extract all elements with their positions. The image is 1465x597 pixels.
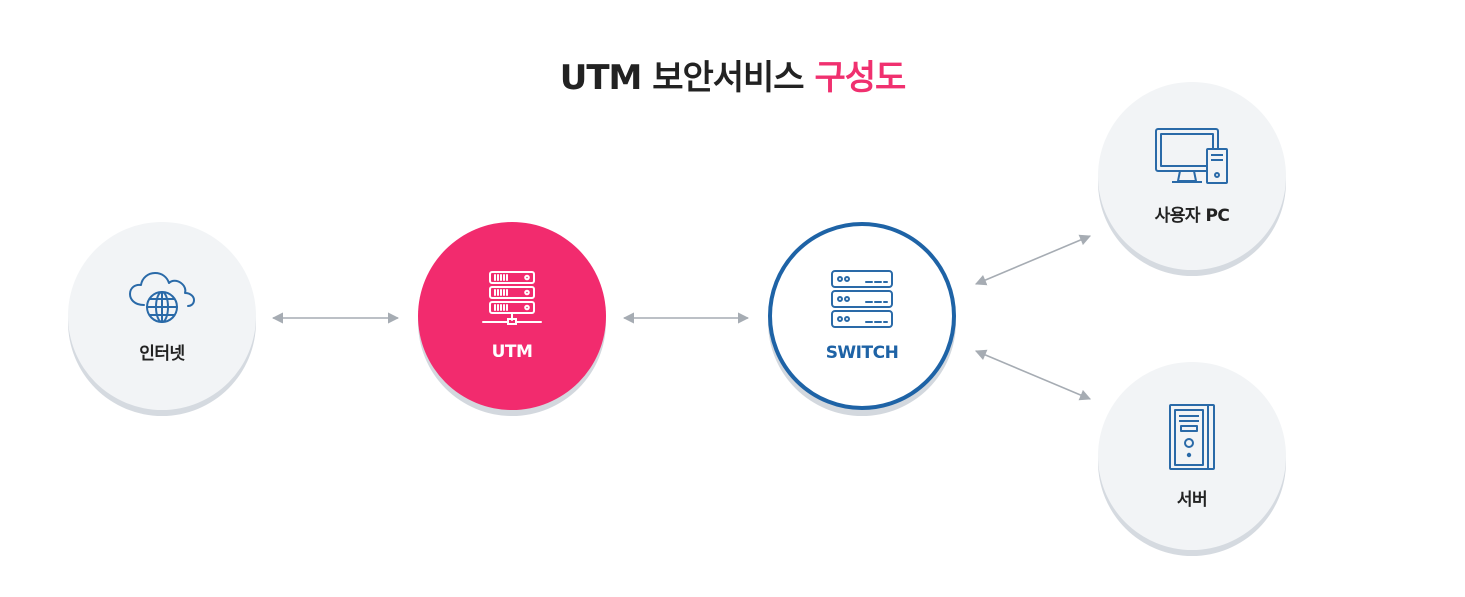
- diagram-title: UTM 보안서비스 구성도: [0, 50, 1465, 99]
- node-label-server: 서버: [1176, 489, 1208, 510]
- node-internet: 인터넷: [68, 222, 256, 410]
- arrow-switch-userpc: [974, 234, 1092, 286]
- node-switch: SWITCH: [768, 222, 956, 410]
- server-tower-icon: [1169, 403, 1215, 470]
- node-server: 서버: [1098, 362, 1286, 550]
- node-label-switch: SWITCH: [825, 343, 899, 363]
- desktop-pc-icon: [1155, 127, 1228, 184]
- title-main: UTM 보안서비스: [559, 58, 805, 98]
- title-accent: 구성도: [814, 58, 906, 98]
- arrow-switch-server: [974, 349, 1092, 401]
- node-label-internet: 인터넷: [139, 343, 185, 364]
- server-rack-icon: [482, 271, 542, 325]
- node-label-user-pc: 사용자 PC: [1154, 205, 1230, 226]
- cloud-globe-icon: [129, 271, 195, 323]
- node-label-utm: UTM: [491, 342, 533, 362]
- node-utm: UTM: [418, 222, 606, 410]
- node-user-pc: 사용자 PC: [1098, 82, 1286, 270]
- network-switch-icon: [831, 270, 893, 328]
